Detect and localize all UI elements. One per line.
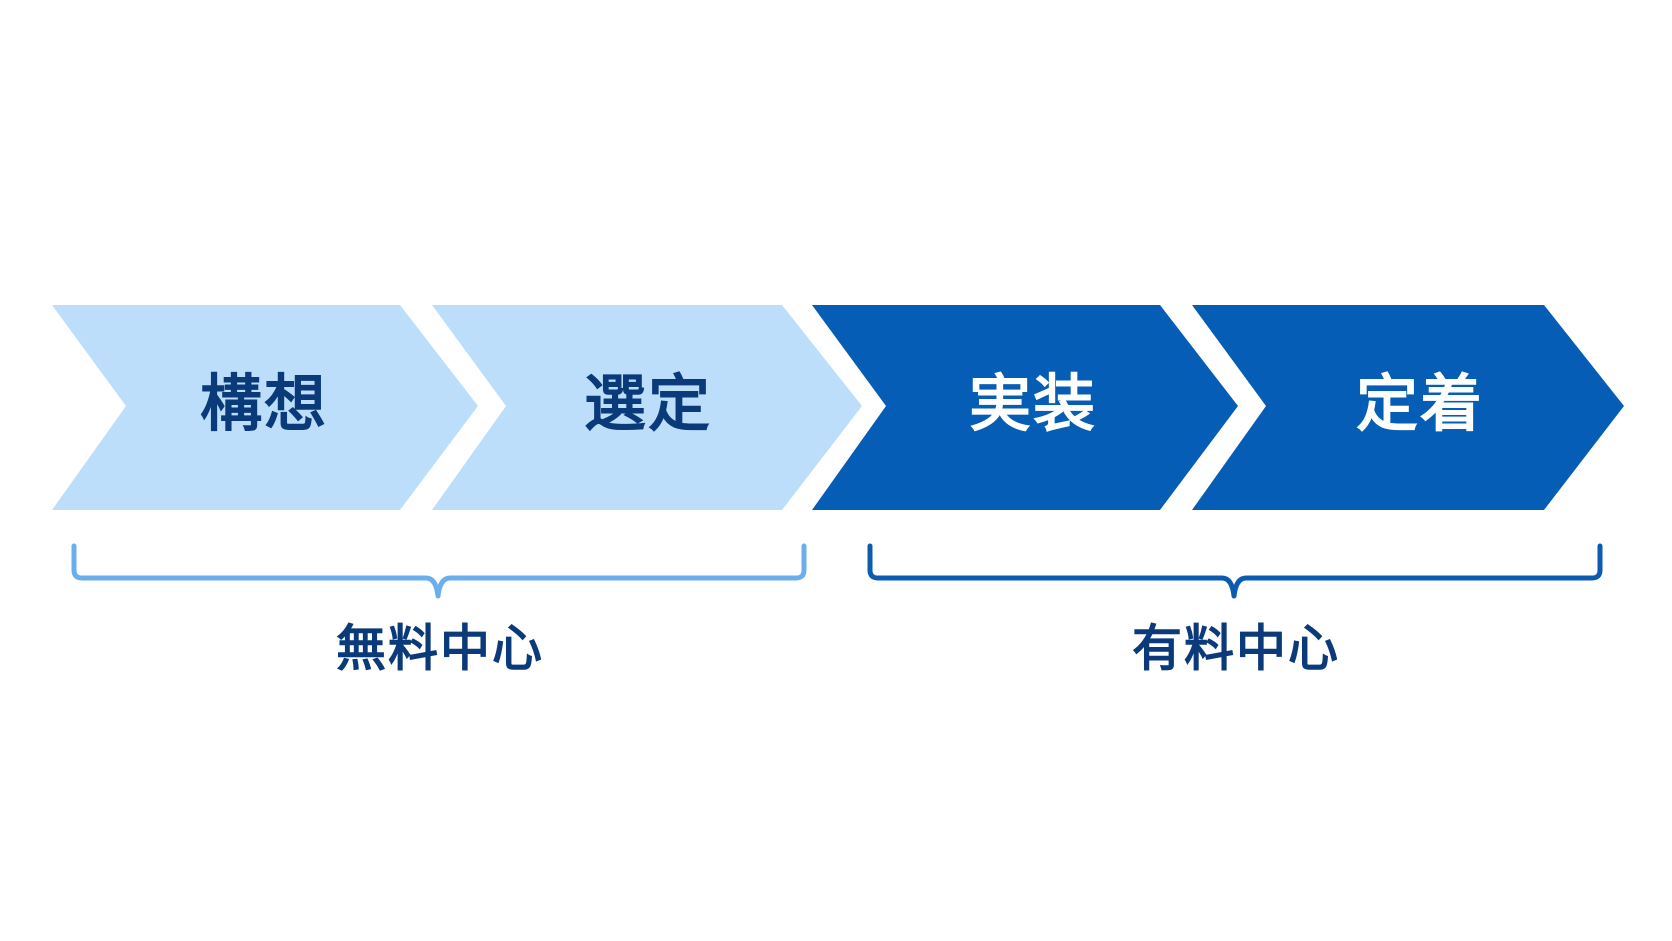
group-1-label: 無料中心	[336, 620, 544, 678]
group-2-label: 有料中心	[1132, 620, 1340, 678]
stage-3-chevron	[812, 305, 1238, 510]
group-2-bracket	[867, 543, 1603, 599]
stage-4-label: 定着	[1356, 367, 1484, 440]
stage-1-label: 構想	[200, 367, 328, 440]
stage-4-chevron	[1192, 305, 1624, 510]
stage-2-chevron	[432, 305, 862, 510]
stage-3-label: 実装	[969, 367, 1097, 440]
stage-2-label: 選定	[584, 367, 712, 440]
group-1-bracket	[71, 543, 807, 599]
stage-1-chevron	[52, 305, 478, 510]
